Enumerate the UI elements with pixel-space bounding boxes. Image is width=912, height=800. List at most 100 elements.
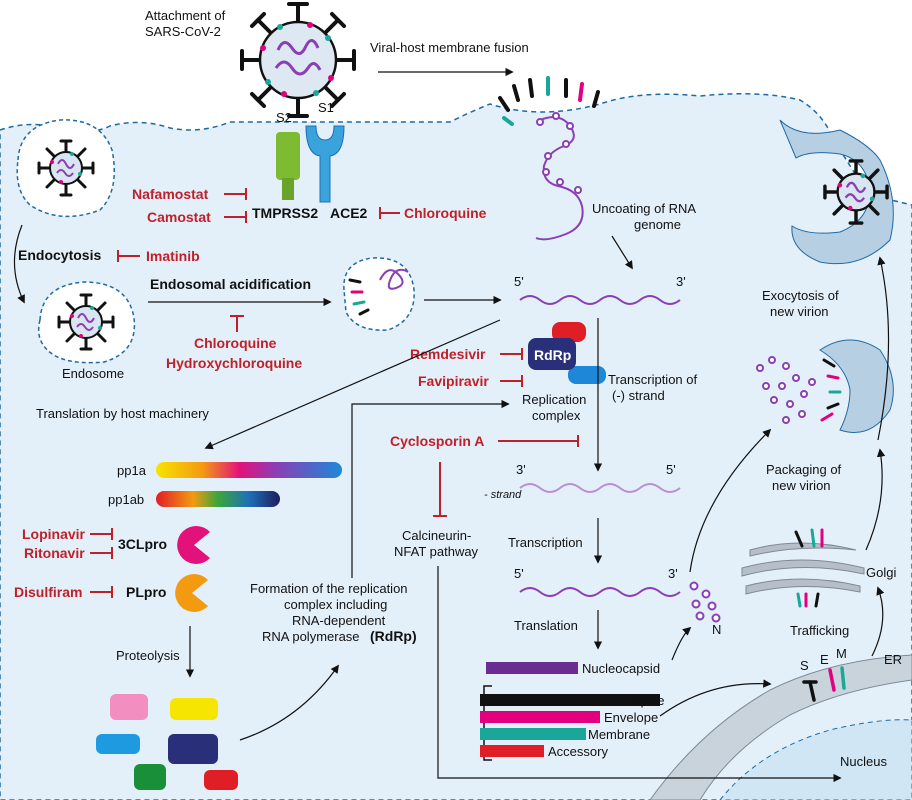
- rna-3prime: 3': [676, 274, 686, 289]
- endocytosis-arrow: [13, 224, 25, 304]
- uncoating-label: Uncoating of RNA: [592, 201, 696, 216]
- inhibit-chloroquine-ace2: [379, 207, 400, 219]
- pp1ab-label: pp1ab: [108, 492, 144, 507]
- packaging-label-2: new virion: [772, 478, 831, 493]
- inhibit-chloroquine: [230, 315, 244, 332]
- formation-label-4b: (RdRp): [370, 628, 417, 644]
- rna-genome-beads: [536, 112, 582, 194]
- fusion-label: Viral-host membrane fusion: [370, 40, 529, 55]
- tmprss2-receptor: [276, 132, 300, 200]
- spike-label: Spike: [632, 693, 665, 708]
- exocytosis-label: Exocytosis of: [762, 288, 839, 303]
- transcription-neg-label-2: (-) strand: [612, 388, 665, 403]
- formation-label-2: complex including: [284, 597, 387, 612]
- n-arrow: [671, 626, 692, 661]
- packaging-vesicle: [819, 339, 894, 433]
- formation-label-1: Formation of the replication: [250, 581, 408, 596]
- rna-5prime: 5': [514, 274, 524, 289]
- inhibit-ritonavir: [90, 547, 113, 559]
- rna-positive-strand: [519, 295, 681, 305]
- cleaved-nsps: [96, 694, 238, 790]
- s1-label: S1: [318, 100, 334, 115]
- bar-accessory: [480, 745, 544, 757]
- inhibit-remdesivir: [500, 348, 523, 360]
- drug-ritonavir: Ritonavir: [24, 545, 85, 561]
- host-cell-membrane: [0, 93, 912, 800]
- s-label: S: [800, 658, 809, 673]
- plpro-shape: [175, 574, 208, 612]
- drug-cyclosporin: Cyclosporin A: [390, 433, 484, 449]
- er-membrane: [649, 654, 912, 800]
- golgi-label: Golgi: [866, 565, 896, 580]
- inhibit-cyclosporin-calcineurin: [433, 462, 447, 517]
- trafficking-arrow: [871, 586, 885, 657]
- replication-label-2: complex: [532, 408, 581, 423]
- minus-3prime: 3': [516, 462, 526, 477]
- packaging-rna-beads: [756, 356, 816, 424]
- er-label: ER: [884, 652, 902, 667]
- uncoating-vesicle: [343, 257, 415, 331]
- mrna-5prime: 5': [514, 566, 524, 581]
- accessory-label: Accessory: [548, 744, 608, 759]
- uncoating-arrow: [611, 235, 633, 270]
- uncoated-spikes: [348, 278, 370, 316]
- inhibit-camostat: [224, 211, 247, 223]
- transcription-label: Transcription: [508, 535, 583, 550]
- rna-coil-endosome: [379, 268, 409, 290]
- inhibit-nafamostat: [224, 188, 247, 200]
- plpro-label: PLpro: [126, 584, 166, 600]
- drug-remdesivir: Remdesivir: [410, 346, 486, 362]
- exocytosis-vesicle-membrane: [779, 119, 894, 265]
- drug-nafamostat: Nafamostat: [132, 186, 209, 202]
- packaging-label: Packaging of: [766, 462, 842, 477]
- bar-nucleocapsid: [486, 662, 578, 674]
- bar-envelope: [480, 711, 600, 723]
- calcineurin-label: Calcineurin-: [402, 528, 471, 543]
- golgi-spikes: [794, 528, 824, 608]
- pp1a-bar: [156, 462, 342, 478]
- membrane-label: Membrane: [588, 727, 650, 742]
- translation-label: Translation: [514, 618, 578, 633]
- to-replication-line: [351, 399, 510, 578]
- calcineurin-label-2: NFAT pathway: [394, 544, 479, 559]
- exocytosis-label-2: new virion: [770, 304, 829, 319]
- formation-label-4: RNA polymerase: [262, 629, 360, 644]
- nucleocapsid-label: Nucleocapsid: [582, 661, 660, 676]
- drug-chloroquine: Chloroquine: [194, 335, 277, 351]
- replication-label: Replication: [522, 392, 586, 407]
- drug-disulfiram: Disulfiram: [14, 584, 82, 600]
- rdrp-label: RdRp: [534, 347, 571, 363]
- nucleus: [719, 719, 912, 800]
- attachment-label: Attachment of: [145, 8, 226, 23]
- packaging-to-exocytosis-arrow: [877, 256, 890, 441]
- pp1a-label: pp1a: [117, 463, 147, 478]
- n-label: N: [712, 622, 721, 637]
- uncoating-label-2: genome: [634, 217, 681, 232]
- fusion-spikes: [498, 76, 600, 126]
- golgi: [741, 542, 865, 595]
- n-to-packaging-arrow: [689, 428, 772, 573]
- mrna-3prime: 3': [668, 566, 678, 581]
- virion-attachment: [240, 2, 356, 118]
- inhibit-favipiravir: [500, 375, 523, 387]
- clpro-shape: [177, 526, 210, 564]
- n-protein: [689, 581, 721, 623]
- rna-mrna-strand: [519, 587, 681, 597]
- formation-label-3: RNA-dependent: [292, 613, 386, 628]
- er-spike-proteins: [802, 666, 846, 702]
- minus-5prime: 5': [666, 462, 676, 477]
- packaging-spikes: [820, 358, 842, 422]
- drug-camostat: Camostat: [147, 209, 211, 225]
- drug-lopinavir: Lopinavir: [22, 526, 86, 542]
- transcription-neg-label: Transcription of: [608, 372, 697, 387]
- bar-spike: [480, 694, 660, 706]
- drug-chloroquine-ace2: Chloroquine: [404, 205, 487, 221]
- virion-endocytosis: [37, 139, 95, 197]
- endosomal-acidification-label: Endosomal acidification: [150, 276, 311, 292]
- to-er-arrow: [659, 679, 772, 717]
- envelope-label: Envelope: [604, 710, 658, 725]
- pp1ab-bar: [156, 491, 280, 507]
- drug-hydroxychloroquine: Hydroxychloroquine: [166, 355, 302, 371]
- inhibit-lopinavir: [90, 528, 113, 540]
